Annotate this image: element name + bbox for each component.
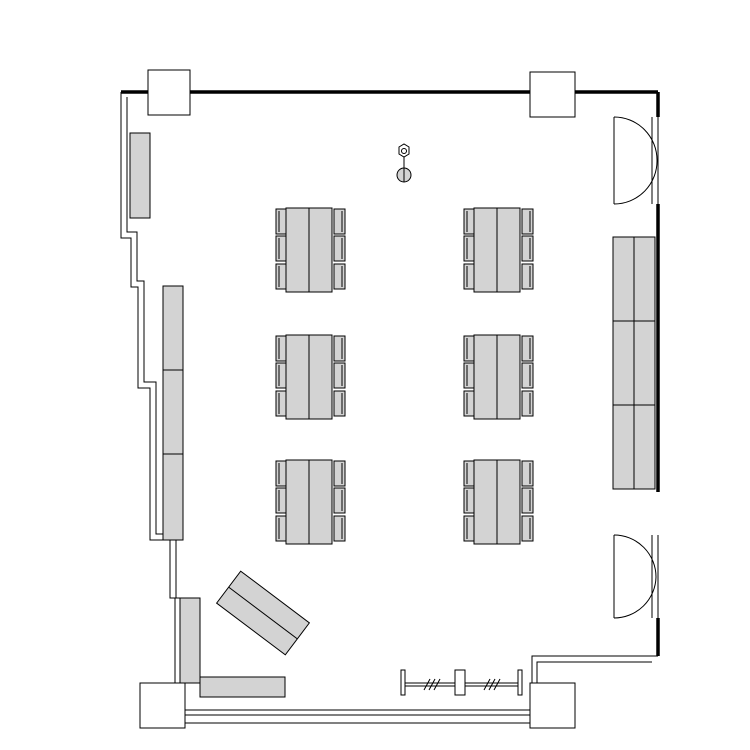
- chair: [333, 235, 346, 262]
- chair: [521, 263, 534, 290]
- chair: [333, 460, 346, 487]
- table-group-5: [275, 459, 346, 545]
- chair: [521, 487, 534, 514]
- chair: [275, 235, 288, 262]
- chair: [275, 208, 288, 235]
- table: [473, 207, 498, 293]
- table: [308, 207, 333, 293]
- table-group-6: [463, 459, 534, 545]
- chair: [333, 335, 346, 362]
- table: [496, 207, 521, 293]
- table: [285, 207, 310, 293]
- chair: [275, 390, 288, 417]
- chair: [521, 362, 534, 389]
- column-top-left: [147, 69, 191, 116]
- chair: [275, 335, 288, 362]
- chair: [463, 362, 476, 389]
- door-top: [613, 116, 659, 205]
- table-group-4: [463, 334, 534, 420]
- left-counter: [162, 285, 184, 541]
- chair: [463, 487, 476, 514]
- chair: [333, 487, 346, 514]
- chair: [463, 515, 476, 542]
- table-group-3: [275, 334, 346, 420]
- left-wall-inner: [126, 97, 182, 683]
- chair: [463, 335, 476, 362]
- table: [473, 459, 498, 545]
- chair: [275, 263, 288, 290]
- bottom-left-cabinet-vertical: [179, 597, 201, 684]
- walls: [120, 90, 660, 729]
- chair: [521, 208, 534, 235]
- left-wall-outer: [120, 92, 176, 683]
- bottom-right-wall-inner: [536, 661, 652, 683]
- microphone-stand-icon: [396, 143, 412, 183]
- table: [285, 459, 310, 545]
- chair: [463, 235, 476, 262]
- table: [496, 334, 521, 420]
- chair: [333, 208, 346, 235]
- door-bottom: [613, 534, 659, 619]
- table: [308, 459, 333, 545]
- chair: [463, 460, 476, 487]
- chair: [463, 263, 476, 290]
- barrier-rail-icon: [400, 669, 523, 696]
- chair: [333, 263, 346, 290]
- chair: [521, 335, 534, 362]
- table: [308, 334, 333, 420]
- column-bottom-right: [529, 682, 576, 729]
- chair: [521, 460, 534, 487]
- column-top-right: [529, 71, 576, 118]
- chair: [463, 390, 476, 417]
- table: [285, 334, 310, 420]
- table-group-2: [463, 207, 534, 293]
- chair: [333, 515, 346, 542]
- chair: [463, 208, 476, 235]
- angled-desk: [215, 570, 311, 656]
- chair: [275, 487, 288, 514]
- chair: [275, 515, 288, 542]
- chair: [521, 515, 534, 542]
- chair: [521, 235, 534, 262]
- column-bottom-left: [139, 682, 186, 729]
- table: [473, 334, 498, 420]
- left-cabinet-top: [129, 132, 151, 219]
- chair: [275, 460, 288, 487]
- right-counter: [612, 236, 656, 490]
- table-group-1: [275, 207, 346, 293]
- chair: [333, 362, 346, 389]
- chair: [275, 362, 288, 389]
- table: [496, 459, 521, 545]
- bottom-left-cabinet-horizontal: [199, 676, 286, 698]
- table-groups: [275, 207, 534, 545]
- chair: [333, 390, 346, 417]
- chair: [521, 390, 534, 417]
